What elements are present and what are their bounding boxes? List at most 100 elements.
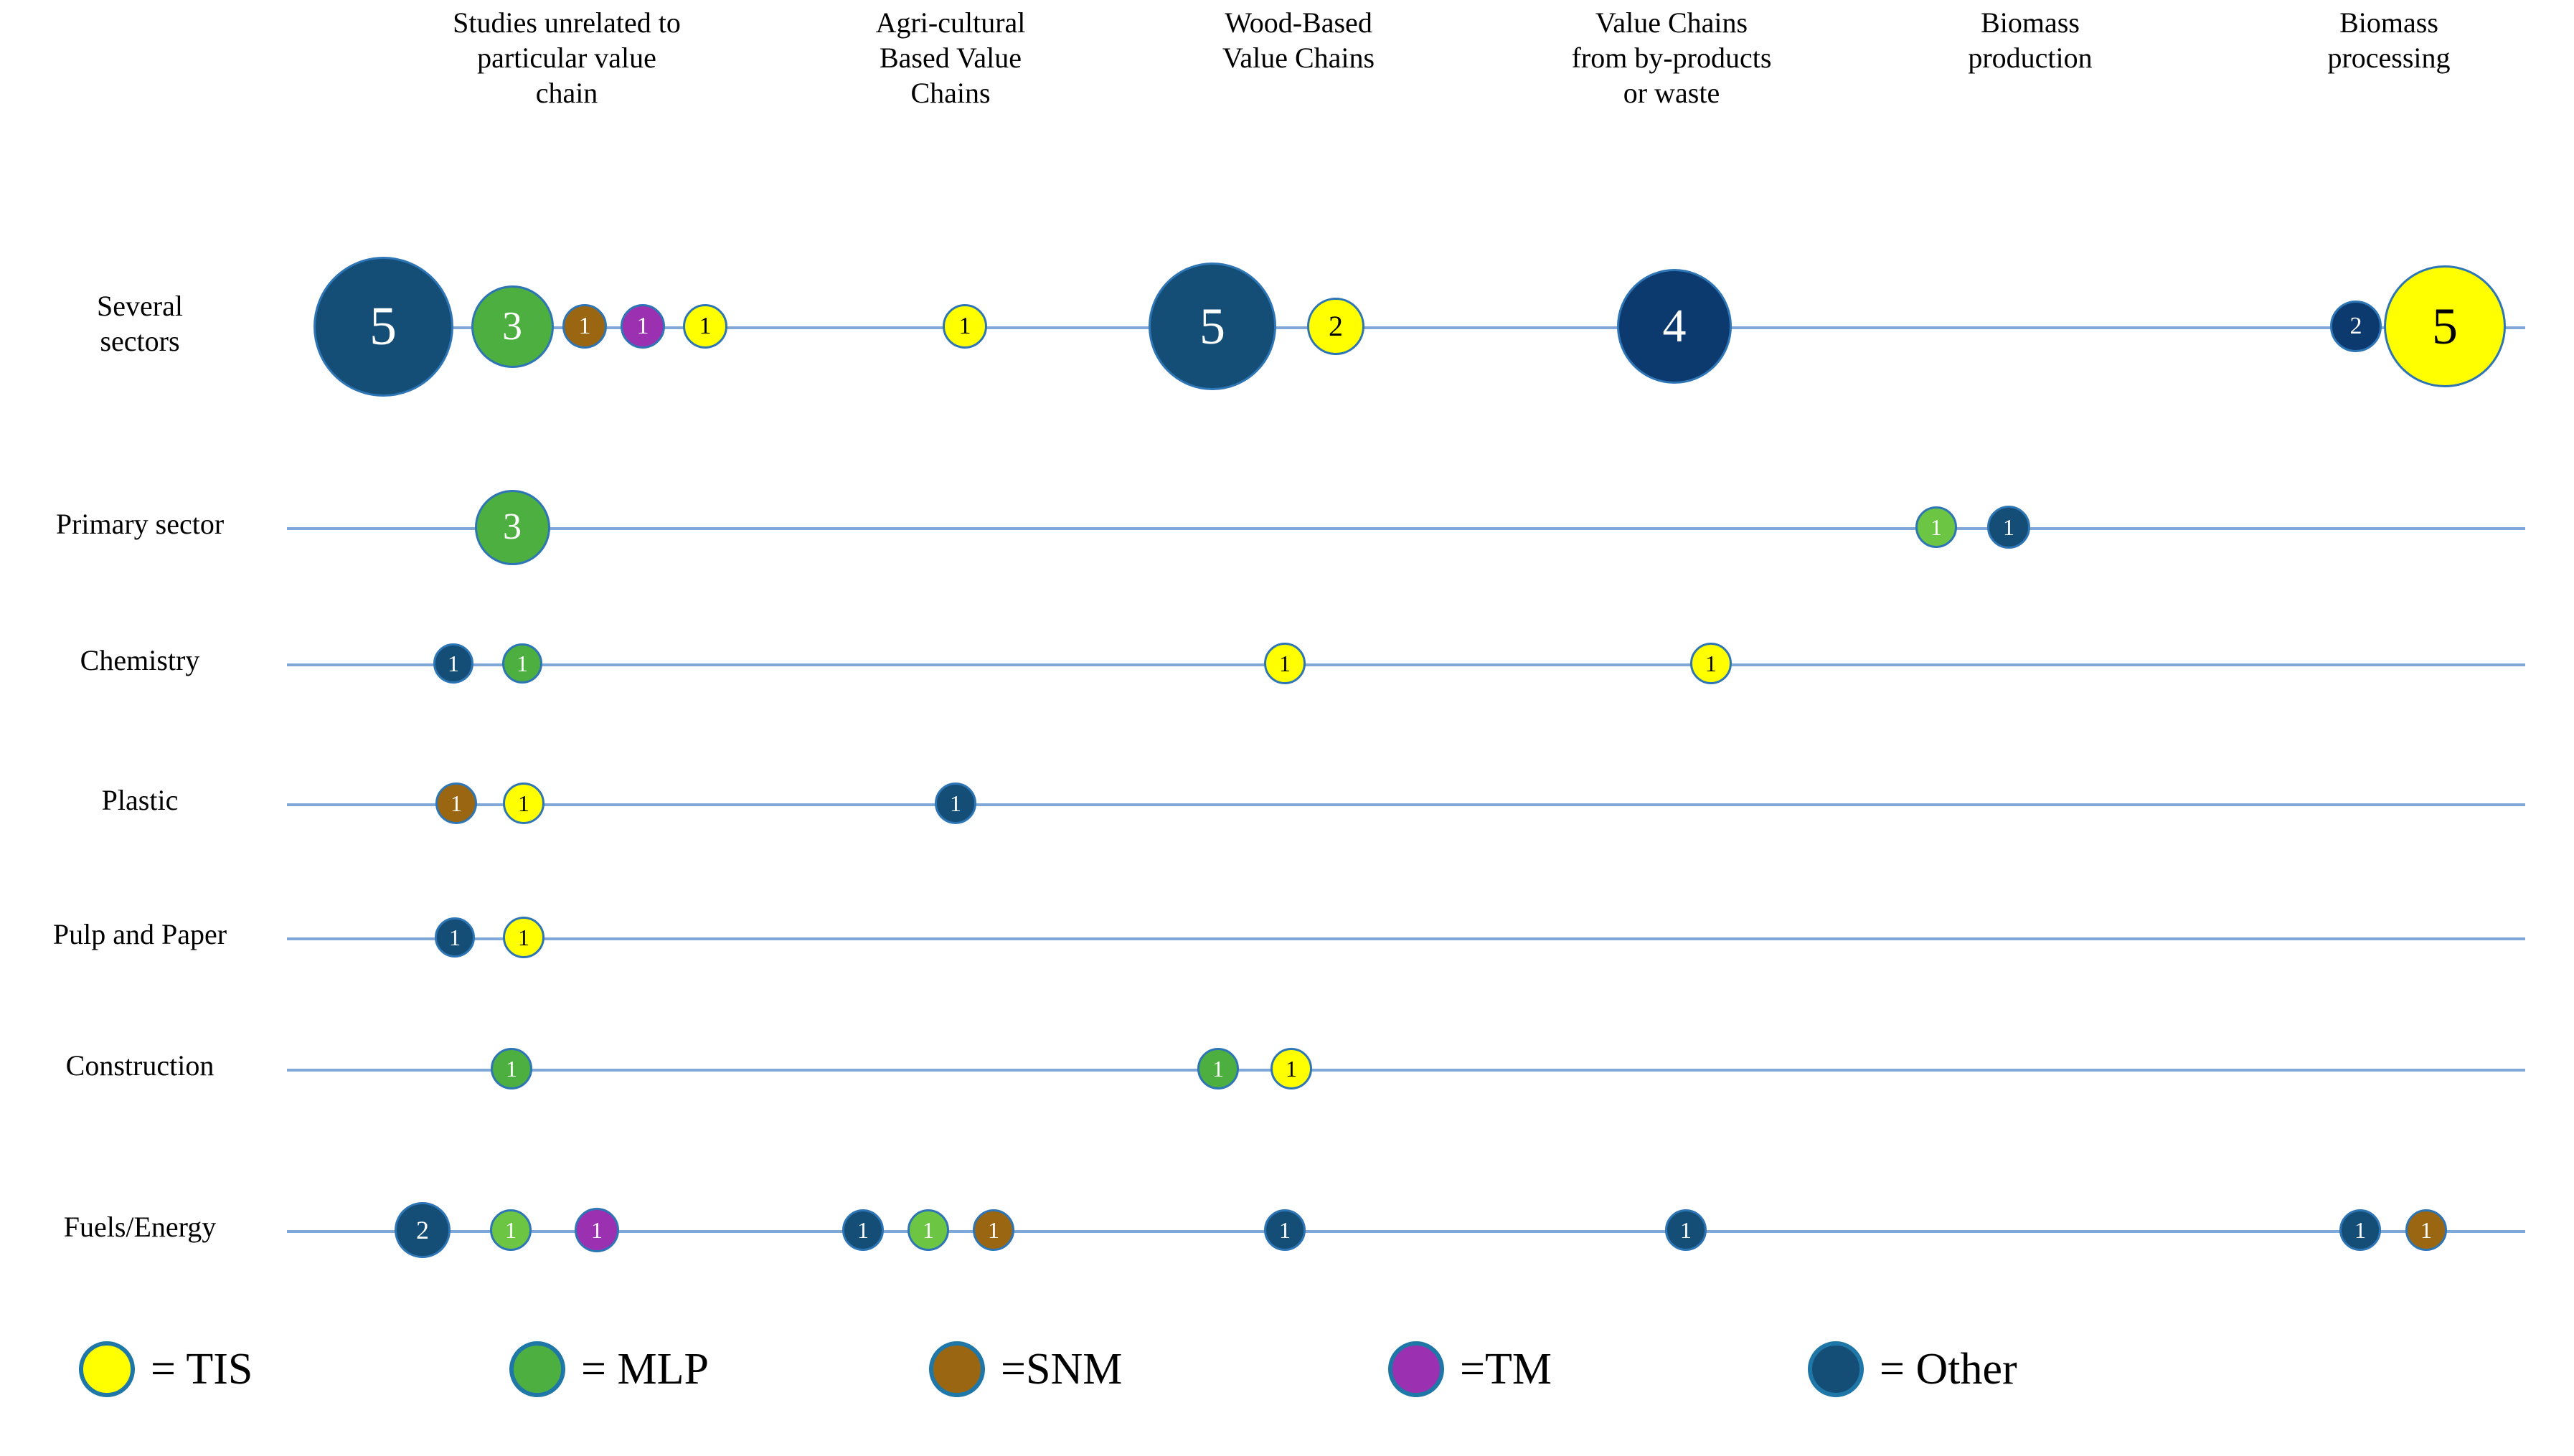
legend-mlp-swatch-icon (509, 1341, 565, 1397)
bubble-several-wood-other-5[interactable]: 5 (1149, 263, 1276, 390)
bubble-several-unrelated-tis-1[interactable]: 1 (683, 304, 727, 349)
bubble-plastic-unrelated-snm-1[interactable]: 1 (435, 783, 477, 824)
bubble-construction-unrelated-mlp-1[interactable]: 1 (491, 1048, 532, 1089)
bubble-value-label: 1 (518, 790, 529, 816)
bubble-value-label: 1 (1705, 651, 1717, 676)
legend-snm[interactable]: =SNM (929, 1341, 1122, 1397)
bubble-fuels-wood-other-1[interactable]: 1 (1264, 1209, 1306, 1251)
bubble-fuels-unrelated-mlp-1[interactable]: 1 (490, 1209, 532, 1251)
bubble-value-label: 1 (950, 790, 961, 816)
bubble-value-label: 1 (2420, 1217, 2432, 1243)
row-label-row-plastic: Plastic (101, 784, 179, 816)
bubble-primary-production-other-1[interactable]: 1 (1987, 506, 2030, 549)
bubble-value-label: 1 (923, 1217, 934, 1243)
bubble-chemistry-wood-tis-1[interactable]: 1 (1264, 643, 1306, 684)
bubble-value-label: 2 (2349, 313, 2362, 339)
bubble-several-unrelated-mlp-3[interactable]: 3 (471, 285, 554, 368)
axis-line-row-fuels-energy (287, 1230, 2525, 1233)
chart-legend: = TIS = MLP =SNM =TM = Other (0, 1327, 2574, 1456)
bubble-value-label: 1 (2003, 514, 2014, 540)
row-label-row-primary-sector: Primary sector (55, 508, 225, 540)
bubble-value-label: 1 (2354, 1217, 2366, 1243)
bubble-value-label: 1 (505, 1217, 517, 1243)
legend-mlp-label: = MLP (581, 1344, 709, 1394)
bubble-pulp-unrelated-tis-1[interactable]: 1 (503, 917, 544, 958)
row-label-row-several-sectors: Several sectors (97, 290, 183, 357)
bubble-chemistry-unrelated-other-1[interactable]: 1 (433, 643, 473, 684)
bubble-several-byproducts-other-4[interactable]: 4 (1617, 269, 1732, 384)
bubble-value-label: 1 (451, 790, 462, 816)
legend-tm[interactable]: =TM (1388, 1341, 1552, 1397)
bubble-value-label: 5 (2432, 298, 2458, 355)
bubble-construction-wood-tis-1[interactable]: 1 (1270, 1048, 1312, 1089)
bubble-pulp-unrelated-other-1[interactable]: 1 (435, 917, 475, 958)
axis-line-row-primary-sector (287, 527, 2525, 530)
column-header-col-byproducts: Value Chains from by-products or waste (1571, 6, 1772, 109)
bubble-primary-unrelated-mlp-3[interactable]: 3 (474, 489, 550, 565)
bubble-value-label: 3 (503, 506, 522, 547)
bubble-several-processing-other-2[interactable]: 2 (2330, 301, 2382, 352)
legend-tis[interactable]: = TIS (79, 1341, 253, 1397)
bubble-value-label: 1 (517, 651, 528, 676)
row-label-row-chemistry: Chemistry (80, 644, 200, 676)
legend-other[interactable]: = Other (1808, 1341, 2017, 1397)
column-header-col-wood: Wood-Based Value Chains (1222, 6, 1375, 74)
bubble-value-label: 1 (958, 313, 971, 339)
legend-tm-swatch-icon (1388, 1341, 1444, 1397)
bubble-value-label: 1 (1212, 1056, 1224, 1082)
bubble-value-label: 1 (636, 313, 649, 339)
bubble-fuels-agri-snm-1[interactable]: 1 (973, 1209, 1014, 1251)
row-label-row-fuels-energy: Fuels/Energy (63, 1211, 217, 1243)
bubble-value-label: 1 (1930, 514, 1942, 540)
bubble-several-processing-tis-5[interactable]: 5 (2384, 265, 2506, 387)
bubble-primary-production-mlp-1[interactable]: 1 (1915, 506, 1957, 548)
bubble-fuels-agri-mlp-1[interactable]: 1 (908, 1209, 949, 1251)
legend-tm-label: =TM (1460, 1344, 1552, 1394)
bubble-fuels-processing-snm-1[interactable]: 1 (2405, 1209, 2447, 1251)
bubble-value-label: 3 (502, 304, 522, 349)
legend-snm-label: =SNM (1001, 1344, 1123, 1394)
bubble-value-label: 1 (591, 1217, 603, 1243)
bubble-value-label: 1 (506, 1056, 517, 1082)
bubble-fuels-byproducts-other-1[interactable]: 1 (1665, 1209, 1707, 1251)
legend-tis-label: = TIS (151, 1344, 253, 1394)
bubble-several-agri-tis-1[interactable]: 1 (943, 304, 987, 349)
row-label-row-construction: Construction (65, 1049, 214, 1082)
bubble-chemistry-unrelated-mlp-1[interactable]: 1 (502, 643, 542, 684)
axis-line-row-chemistry (287, 663, 2525, 666)
bubble-value-label: 2 (1329, 310, 1343, 342)
bubble-value-label: 1 (448, 651, 459, 676)
axis-line-row-pulp-and-paper (287, 937, 2525, 940)
column-header-col-unrelated: Studies unrelated to particular value ch… (453, 6, 681, 109)
bubble-several-unrelated-tm-1[interactable]: 1 (621, 304, 665, 349)
axis-line-row-plastic (287, 803, 2525, 806)
bubble-several-wood-tis-2[interactable]: 2 (1307, 298, 1364, 355)
bubble-construction-wood-mlp-1[interactable]: 1 (1197, 1048, 1239, 1089)
column-header-col-biomass-processing: Biomass processing (2327, 6, 2451, 74)
bubble-fuels-agri-other-1[interactable]: 1 (842, 1209, 884, 1251)
legend-other-swatch-icon (1808, 1341, 1864, 1397)
legend-mlp[interactable]: = MLP (509, 1341, 709, 1397)
bubble-value-label: 1 (578, 313, 591, 339)
bubble-value-label: 1 (1279, 1217, 1291, 1243)
bubble-chemistry-byproducts-tis-1[interactable]: 1 (1690, 643, 1732, 684)
bubble-value-label: 1 (1680, 1217, 1692, 1243)
bubble-fuels-unrelated-other-2[interactable]: 2 (395, 1202, 451, 1258)
bubble-value-label: 5 (1199, 298, 1225, 355)
legend-other-label: = Other (1880, 1344, 2017, 1394)
bubble-several-unrelated-snm-1[interactable]: 1 (562, 304, 607, 349)
bubble-fuels-unrelated-tm-1[interactable]: 1 (575, 1208, 619, 1252)
bubble-value-label: 1 (1286, 1056, 1297, 1082)
legend-tis-swatch-icon (79, 1341, 135, 1397)
bubble-value-label: 1 (857, 1217, 869, 1243)
bubble-value-label: 1 (699, 313, 712, 339)
bubble-several-unrelated-other-5[interactable]: 5 (313, 256, 453, 397)
bubble-fuels-processing-other-1[interactable]: 1 (2339, 1209, 2381, 1251)
bubble-value-label: 5 (369, 296, 397, 356)
bubble-value-label: 4 (1662, 300, 1687, 352)
row-label-row-pulp-and-paper: Pulp and Paper (52, 918, 227, 950)
bubble-value-label: 2 (416, 1216, 429, 1244)
bubble-plastic-agri-other-1[interactable]: 1 (935, 783, 976, 824)
bubble-plastic-unrelated-tis-1[interactable]: 1 (503, 783, 544, 824)
